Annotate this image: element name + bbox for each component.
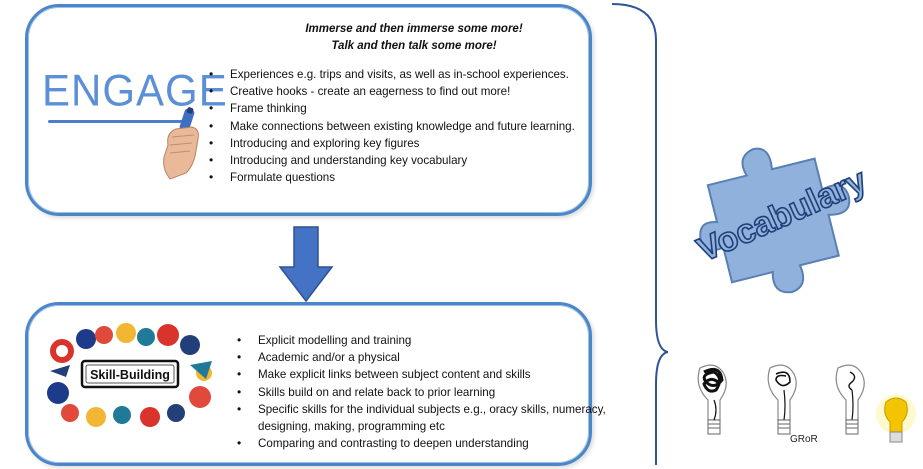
tagline-line-1: Immerse and then immerse some more!	[305, 23, 523, 35]
list-item: Explicit modelling and training	[233, 332, 613, 349]
growth-bulbs-icon	[697, 364, 916, 443]
curly-brace	[611, 3, 668, 465]
list-item: Creative hooks - create an eagerness to …	[205, 83, 585, 100]
engage-heading: ENGAGE	[42, 65, 228, 116]
list-item: Skills build on and relate back to prior…	[233, 384, 613, 401]
vocabulary-puzzle-piece: Vocabulary	[691, 147, 873, 294]
skill-building-panel: Skill-Building Explicit modelling and tr…	[25, 302, 606, 466]
list-item: Experiences e.g. trips and visits, as we…	[205, 66, 585, 83]
engage-underline	[48, 120, 184, 123]
list-item: Make connections between existing knowle…	[205, 118, 585, 135]
list-item: Specific skills for the individual subje…	[233, 401, 613, 435]
skill-building-badge: Skill-Building	[90, 368, 170, 382]
list-item: Academic and/or a physical	[233, 349, 613, 366]
engage-tagline: Immerse and then immerse some more! Talk…	[264, 21, 564, 55]
tagline-line-2: Talk and then talk some more!	[331, 40, 497, 52]
skill-building-illustration: Skill-Building	[47, 323, 212, 427]
list-item: Comparing and contrasting to deepen unde…	[233, 435, 613, 452]
list-item: Introducing and understanding key vocabu…	[205, 152, 585, 169]
skill-bullet-list: Explicit modelling and training Academic…	[233, 332, 613, 453]
list-item: Frame thinking	[205, 100, 585, 117]
list-item: Formulate questions	[205, 169, 585, 186]
list-item: Make explicit links between subject cont…	[233, 366, 613, 383]
bulbs-caption: GRoR	[790, 434, 818, 445]
engage-bullet-list: Experiences e.g. trips and visits, as we…	[205, 66, 585, 187]
engage-panel: Immerse and then immerse some more! Talk…	[25, 4, 592, 216]
arrow-down-icon	[278, 226, 334, 303]
hand-marker-icon	[163, 107, 199, 180]
list-item: Introducing and exploring key figures	[205, 135, 585, 152]
